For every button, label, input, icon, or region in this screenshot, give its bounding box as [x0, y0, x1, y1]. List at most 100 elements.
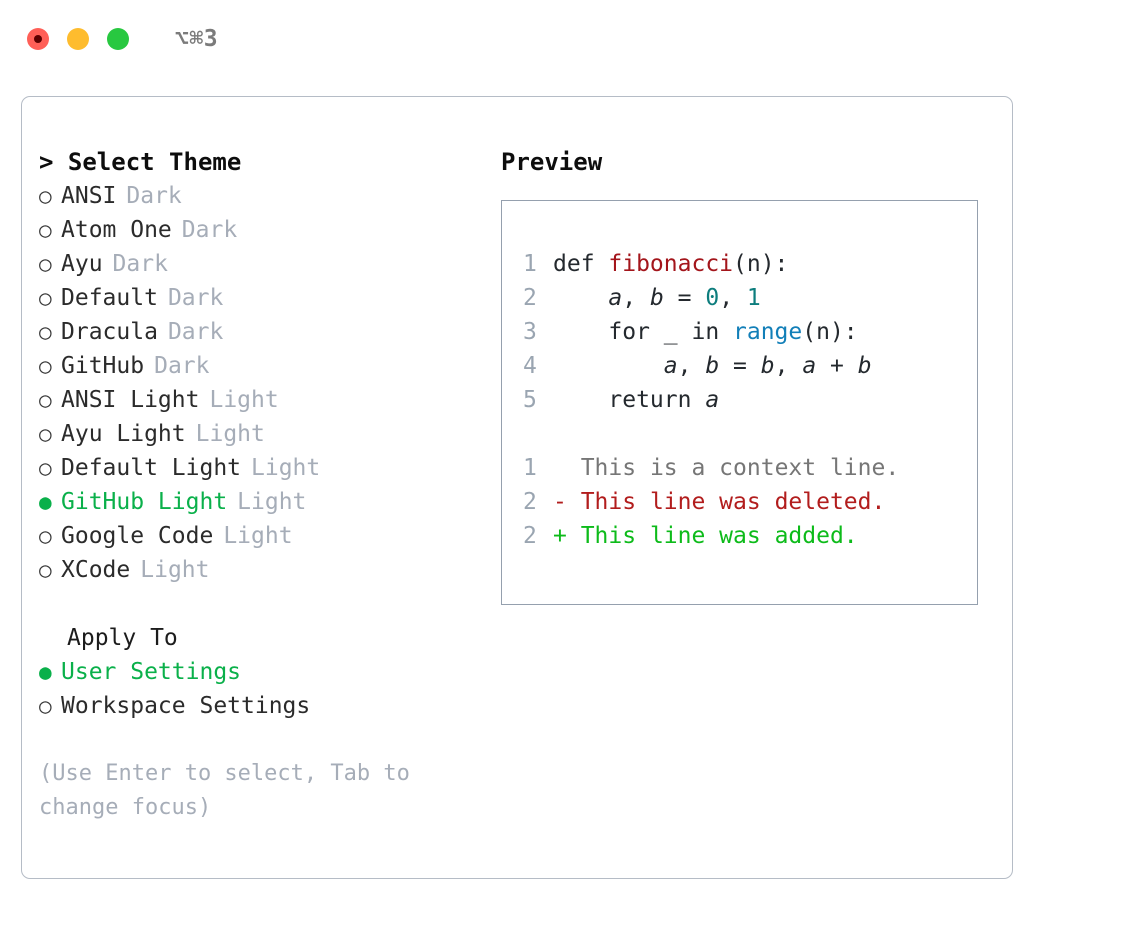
title-bar: ⌥⌘3 [0, 0, 1140, 78]
theme-list-item[interactable]: ○ Ayu Light Light [39, 417, 479, 451]
code-token: 0 [705, 285, 720, 311]
theme-name-label: Dracula [61, 319, 158, 345]
radio-selected-icon[interactable]: ● [39, 660, 52, 684]
radio-unselected-icon[interactable]: ○ [39, 320, 52, 344]
traffic-light-group [27, 28, 129, 50]
code-token: b [857, 353, 872, 379]
apply-to-option[interactable]: ○ Workspace Settings [39, 689, 479, 723]
radio-unselected-icon[interactable]: ○ [39, 388, 52, 412]
code-token: a [802, 353, 817, 379]
radio-unselected-icon[interactable]: ○ [39, 456, 52, 480]
radio-unselected-icon[interactable]: ○ [39, 218, 52, 242]
close-dot-icon [34, 35, 42, 43]
radio-unselected-icon[interactable]: ○ [39, 286, 52, 310]
theme-variant-badge: Dark [167, 319, 224, 345]
diff-line-number: 2 [523, 489, 537, 515]
diff-line: 1 This is a context line. [523, 451, 977, 485]
theme-variant-badge: Dark [167, 285, 224, 311]
apply-to-list[interactable]: ● User Settings ○ Workspace Settings [39, 655, 479, 723]
apply-to-label: User Settings [61, 659, 242, 685]
code-token: a [663, 353, 678, 379]
diff-text: This is a context line. [566, 455, 900, 481]
diff-text: This line was added. [566, 523, 858, 549]
apply-to-heading: Apply To [67, 625, 178, 651]
code-token: , [677, 353, 706, 379]
theme-list-item[interactable]: ○ Ayu Dark [39, 247, 479, 281]
minimize-button-icon[interactable] [67, 28, 89, 50]
theme-variant-badge: Dark [112, 251, 168, 277]
theme-list-item[interactable]: ○ Dracula Dark [39, 315, 479, 349]
code-line-number: 2 [523, 285, 537, 311]
code-token: = [719, 353, 761, 379]
code-token: for _ in [553, 319, 734, 345]
diff-line: 2- This line was deleted. [523, 485, 977, 519]
theme-variant-badge: Dark [154, 353, 210, 379]
diff-marker [553, 451, 567, 485]
theme-name-label: Ayu [61, 251, 103, 277]
close-button-icon[interactable] [27, 28, 49, 50]
theme-variant-badge: Light [140, 557, 210, 583]
theme-variant-badge: Light [195, 421, 265, 447]
apply-to-option[interactable]: ● User Settings [39, 655, 479, 689]
diff-marker: + [553, 523, 567, 549]
code-token: def [553, 251, 609, 277]
code-token: + [816, 353, 858, 379]
theme-variant-badge: Light [209, 387, 279, 413]
code-token: range [733, 319, 803, 345]
theme-name-label: Google Code [61, 523, 214, 549]
code-token [553, 281, 608, 315]
code-token: , [719, 285, 747, 311]
select-theme-heading: > Select Theme [39, 148, 242, 176]
code-line-number: 5 [523, 387, 537, 413]
diff-spacer [523, 417, 977, 451]
diff-marker: - [553, 489, 567, 515]
section-spacer [39, 587, 479, 621]
code-token: (n): [733, 251, 789, 277]
keyboard-hint-text: (Use Enter to select, Tab to change focu… [39, 761, 424, 820]
radio-unselected-icon[interactable]: ○ [39, 694, 52, 718]
code-token: , [622, 285, 650, 311]
radio-unselected-icon[interactable]: ○ [39, 422, 52, 446]
theme-name-label: GitHub Light [61, 489, 228, 515]
theme-name-label: Default Light [61, 455, 242, 481]
theme-name-label: Ayu Light [61, 421, 186, 447]
code-token [553, 349, 664, 383]
radio-unselected-icon[interactable]: ○ [39, 558, 52, 582]
diff-sample-block: 1 This is a context line.2- This line wa… [523, 451, 977, 553]
radio-unselected-icon[interactable]: ○ [39, 354, 52, 378]
code-token: (n): [802, 319, 858, 345]
code-line-number: 3 [523, 319, 537, 345]
theme-name-label: Atom One [61, 217, 172, 243]
radio-unselected-icon[interactable]: ○ [39, 184, 52, 208]
code-token: a [705, 387, 720, 413]
radio-selected-icon[interactable]: ● [39, 490, 52, 514]
theme-list-item[interactable]: ○ XCode Light [39, 553, 479, 587]
theme-list-item[interactable]: ○ Default Light Light [39, 451, 479, 485]
code-line: 4 a, b = b, a + b [523, 349, 977, 383]
code-token: b [649, 285, 664, 311]
code-line-number: 4 [523, 353, 537, 379]
radio-unselected-icon[interactable]: ○ [39, 252, 52, 276]
radio-unselected-icon[interactable]: ○ [39, 524, 52, 548]
maximize-button-icon[interactable] [107, 28, 129, 50]
apply-to-label: Workspace Settings [61, 693, 311, 719]
theme-variant-badge: Light [251, 455, 321, 481]
code-token: a [608, 285, 623, 311]
theme-name-label: XCode [61, 557, 131, 583]
code-token: , [774, 353, 803, 379]
